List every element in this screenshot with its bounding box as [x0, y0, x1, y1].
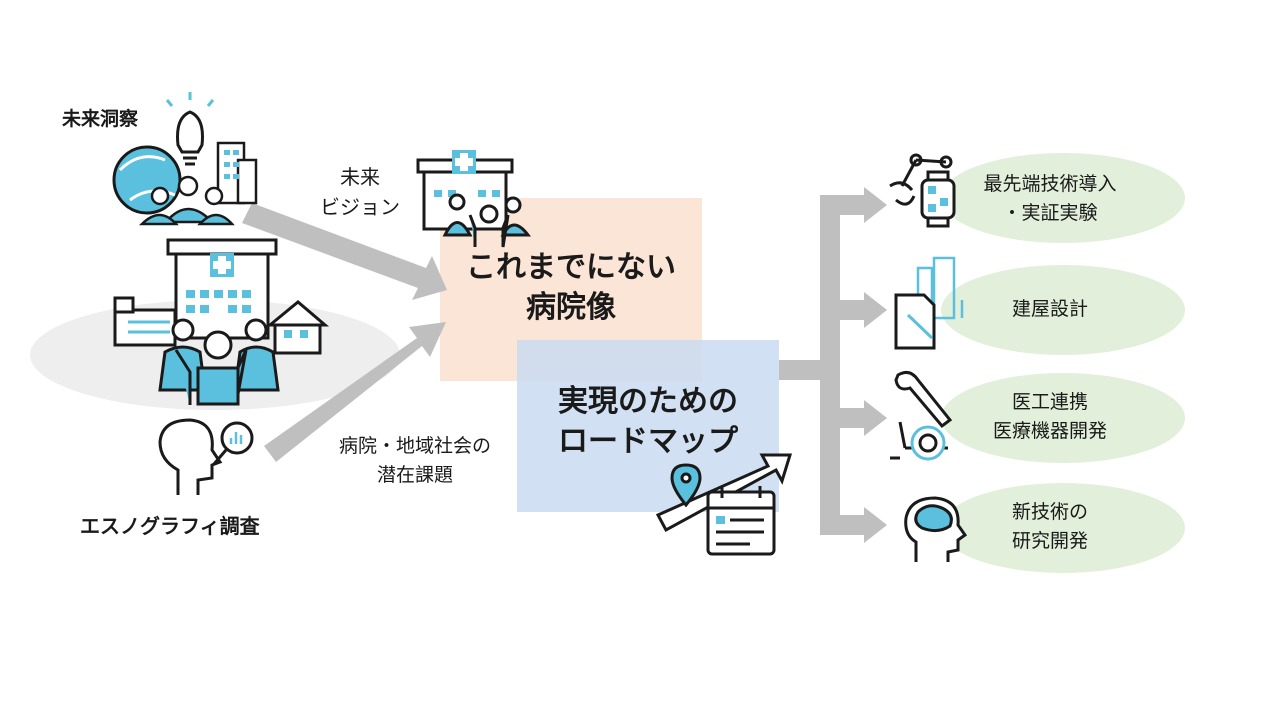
outcome-ellipse-4 — [941, 483, 1185, 573]
building-blueprint-icon — [894, 256, 964, 350]
arrow-ethnography-to-vision — [264, 322, 446, 462]
vision-box-line-1: これまでにない — [466, 250, 676, 285]
outcome-4-line-2: 研究開発 — [1011, 530, 1088, 552]
outcome-label-1: 最先端技術導入 ・実証実験 — [960, 170, 1140, 228]
issues-flow-line-1: 病院・地域社会の — [338, 435, 491, 457]
hospital-icon — [166, 238, 278, 340]
arrow-foresight-to-vision — [242, 203, 447, 300]
outcome-4-line-1: 新技術の — [1011, 501, 1088, 523]
people-meeting-icon — [138, 175, 235, 226]
vision-flow-line-2: ビジョン — [320, 195, 400, 219]
ethnography-label: エスノグラフィ調査 — [80, 514, 260, 538]
people-cheering-icon — [158, 318, 280, 406]
wrench-wheelchair-icon — [890, 370, 953, 461]
buildings-icon — [216, 141, 258, 205]
foresight-label: 未来洞察 — [62, 108, 139, 130]
vision-box-line-2: 病院像 — [526, 290, 616, 325]
robot-arm-smartwatch-icon — [889, 153, 956, 228]
head-icon — [158, 418, 223, 495]
factory-icon — [113, 296, 177, 347]
roadmap-box-title: 実現のための ロードマップ — [517, 382, 779, 462]
roadmap-box-line-1: 実現のための — [558, 384, 738, 419]
outcome-2-line-1: 建屋設計 — [1011, 298, 1088, 320]
house-icon — [265, 300, 330, 355]
outcome-label-3: 医工連携 医療機器開発 — [960, 388, 1140, 446]
outcome-ellipse-2 — [941, 265, 1185, 355]
outcome-ellipse-1 — [941, 153, 1185, 243]
vision-flow-line-1: 未来 — [340, 165, 380, 189]
outcome-1-line-2: ・実証実験 — [1002, 202, 1098, 224]
magnifier-chart-icon — [212, 421, 254, 465]
vision-flow-label: 未来 ビジョン — [300, 162, 420, 222]
outcome-3-line-1: 医工連携 — [1011, 391, 1088, 413]
outcome-ellipse-3 — [941, 373, 1185, 463]
vision-box-title: これまでにない 病院像 — [440, 248, 702, 328]
globe-icon — [112, 145, 182, 215]
outcome-label-2: 建屋設計 — [960, 295, 1140, 324]
brain-head-icon — [904, 496, 968, 562]
issues-flow-label: 病院・地域社会の 潜在課題 — [312, 432, 518, 490]
outcome-1-line-1: 最先端技術導入 — [983, 173, 1117, 195]
location-pin-icon — [670, 463, 702, 508]
hospital-staff-icon — [416, 150, 532, 248]
outcome-3-line-2: 医療機器開発 — [992, 420, 1107, 442]
outcome-label-4: 新技術の 研究開発 — [960, 498, 1140, 556]
lightbulb-icon — [165, 92, 215, 166]
arrow-roadmap-to-outcomes — [779, 187, 887, 543]
roadmap-box-line-2: ロードマップ — [558, 424, 738, 459]
calendar-icon — [706, 486, 776, 556]
issues-flow-line-2: 潜在課題 — [376, 464, 453, 486]
